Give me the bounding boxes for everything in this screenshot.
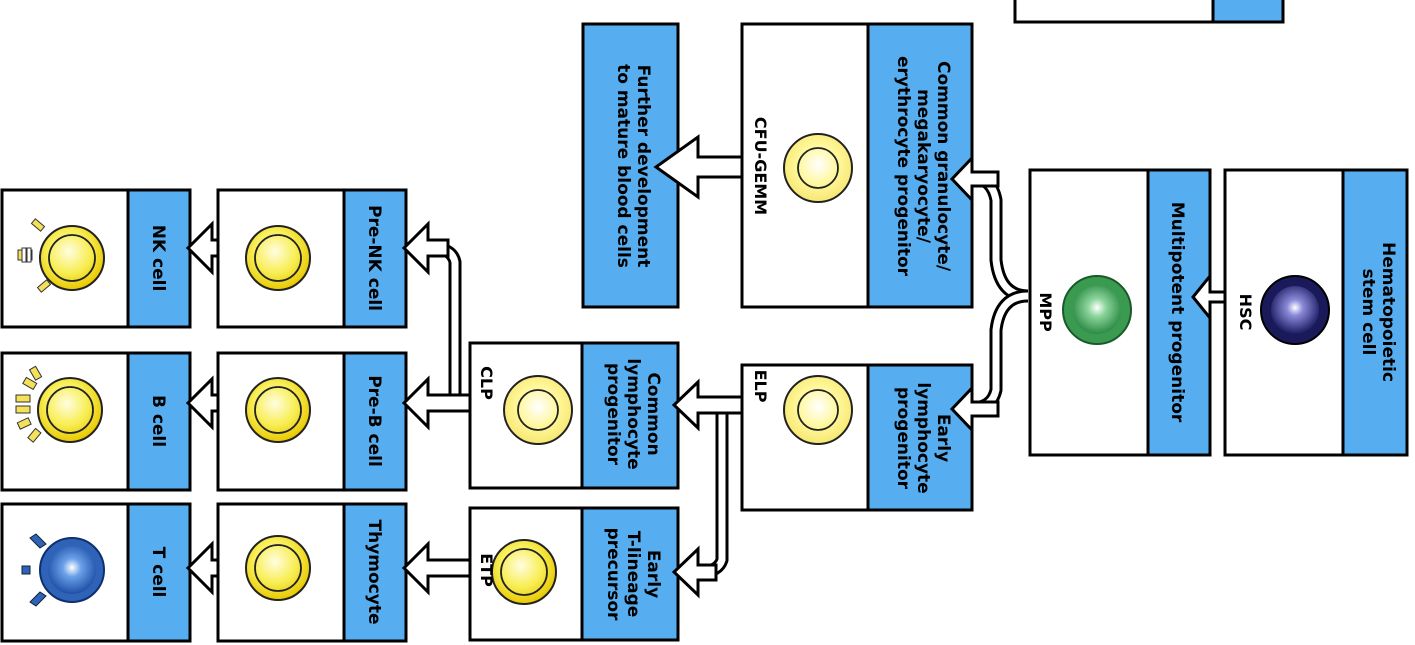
label-clp-name: Common lymphocyte progenitor bbox=[603, 358, 663, 469]
label-elp-line-2: lymphocyte bbox=[913, 382, 933, 493]
label-nk: NK cell bbox=[148, 225, 168, 292]
label-elp-name: Early lymphocyte progenitor bbox=[893, 382, 953, 493]
arrow-mpp-to-elp bbox=[949, 384, 1000, 434]
pale-yellow-cell-icon bbox=[783, 375, 853, 445]
arrow-elp-to-clp bbox=[671, 378, 744, 432]
arrow-thymocyte-to-t bbox=[185, 540, 220, 596]
label-elp-abbr: ELP bbox=[751, 370, 770, 403]
label-etp-abbr: ETP bbox=[477, 553, 496, 587]
label-mpp-name: Multipotent progenitor bbox=[1167, 202, 1187, 423]
arrows bbox=[185, 134, 1227, 599]
arrow-etp-to-thymocyte bbox=[401, 540, 472, 596]
label-etp-line-1: Early bbox=[643, 550, 663, 598]
label-etp-line-2: T-lineage bbox=[623, 531, 643, 618]
arrow-pre-nk-to-nk bbox=[185, 220, 220, 276]
label-hsc-line-1: Hematopoietic bbox=[1378, 242, 1398, 382]
blue-t-cell-with-receptors-icon bbox=[21, 533, 105, 607]
stage-hsc bbox=[1223, 168, 1409, 457]
label-pre-b: Pre-B cell bbox=[364, 375, 384, 467]
label-mpp-line-1: Multipotent progenitor bbox=[1167, 202, 1187, 423]
pale-yellow-cell-icon bbox=[503, 375, 573, 445]
label-thymocyte: Thymocyte bbox=[364, 520, 384, 625]
label-elp-line-1: Early bbox=[933, 414, 953, 462]
label-b: B cell bbox=[148, 395, 168, 447]
label-pre-nk: Pre-NK cell bbox=[364, 205, 384, 311]
label-cmp-abbr: CFU-GEMM bbox=[751, 117, 770, 215]
label-clp-line-1: Common bbox=[643, 372, 663, 455]
label-clp-line-2: lymphocyte bbox=[623, 358, 643, 469]
stage-etp bbox=[468, 506, 680, 642]
label-mpp-abbr: MPP bbox=[1036, 292, 1055, 332]
stage-pre-nk bbox=[216, 188, 408, 329]
label-etp-line-3: precursor bbox=[603, 528, 623, 621]
label-clp-line-3: progenitor bbox=[603, 363, 623, 466]
label-t: T cell bbox=[148, 547, 168, 598]
cropped-top-box bbox=[1013, 0, 1285, 24]
yellow-cell-icon bbox=[245, 225, 311, 291]
label-further-name: Further development to mature blood cell… bbox=[613, 64, 653, 268]
dark-blue-stem-cell-icon bbox=[1260, 275, 1330, 345]
label-cmp-line-1: Common granulocyte/ bbox=[933, 61, 953, 272]
yellow-cell-icon bbox=[491, 539, 557, 605]
b-cell-with-antibodies-icon bbox=[15, 365, 103, 443]
label-further-line-2: to mature blood cells bbox=[613, 64, 633, 268]
pale-yellow-cell-icon bbox=[783, 133, 853, 203]
yellow-cell-icon bbox=[245, 377, 311, 443]
arrow-clp-to-pre-nk bbox=[401, 220, 450, 276]
label-cmp-line-2: megakaryocyte/ bbox=[913, 89, 933, 244]
label-elp-line-3: progenitor bbox=[893, 387, 913, 490]
label-further-line-1: Further development bbox=[633, 65, 653, 268]
nk-cell-with-receptors-icon bbox=[17, 218, 105, 293]
label-clp-abbr: CLP bbox=[477, 366, 496, 400]
yellow-cell-icon bbox=[245, 535, 311, 601]
label-hsc-line-2: stem cell bbox=[1358, 269, 1378, 356]
label-etp-name: Early T-lineage precursor bbox=[603, 528, 663, 621]
arrow-hsc-to-mpp bbox=[1191, 271, 1227, 323]
arrow-elp-to-etp bbox=[671, 545, 718, 599]
label-hsc-name: Hematopoietic stem cell bbox=[1358, 242, 1398, 382]
label-cmp-line-3: erythrocyte progenitor bbox=[893, 56, 913, 277]
arrow-cmp-to-further bbox=[653, 134, 744, 200]
arrow-pre-b-to-b bbox=[185, 375, 220, 431]
label-hsc-abbr: HSC bbox=[1236, 294, 1255, 331]
arrow-clp-to-pre-b bbox=[401, 375, 472, 431]
arrow-mpp-to-cmp bbox=[949, 154, 1000, 204]
green-progenitor-cell-icon bbox=[1062, 275, 1132, 345]
label-cmp-name: Common granulocyte/ megakaryocyte/ eryth… bbox=[893, 56, 953, 277]
